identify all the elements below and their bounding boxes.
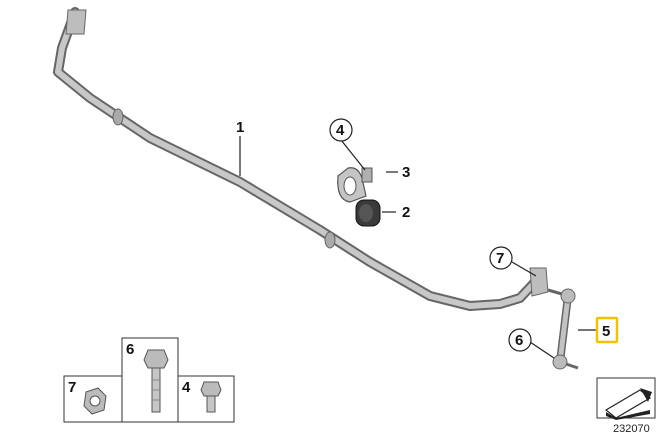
callout-4: 4	[336, 122, 345, 139]
grid-label-6: 6	[126, 341, 134, 358]
callout-3: 3	[402, 164, 410, 181]
bolt-long-icon[interactable]	[143, 349, 169, 413]
grid-label-4: 4	[182, 379, 191, 396]
nut-icon[interactable]	[83, 387, 107, 415]
callout-7-circle	[489, 246, 513, 270]
orientation-icon	[596, 377, 656, 420]
callout-5: 5	[602, 323, 610, 340]
callout-6-circle	[508, 328, 532, 352]
reference-number: 232070	[613, 423, 650, 435]
bracket-clamp[interactable]	[337, 167, 373, 203]
grid-label-7: 7	[68, 379, 76, 396]
callout-5-highlight	[595, 316, 619, 344]
coupling-rod[interactable]	[547, 288, 579, 370]
callout-1: 1	[236, 119, 244, 136]
callout-6: 6	[515, 332, 523, 349]
callout-2: 2	[402, 204, 410, 221]
stabilizer-bar[interactable]	[53, 7, 549, 311]
callout-7: 7	[496, 250, 504, 267]
bolt-short-icon[interactable]	[200, 381, 222, 413]
rubber-mounting[interactable]	[355, 199, 381, 227]
callout-4-circle	[329, 118, 353, 142]
parts-grid: 7 6 4	[63, 337, 235, 423]
leader-lines	[239, 136, 598, 359]
